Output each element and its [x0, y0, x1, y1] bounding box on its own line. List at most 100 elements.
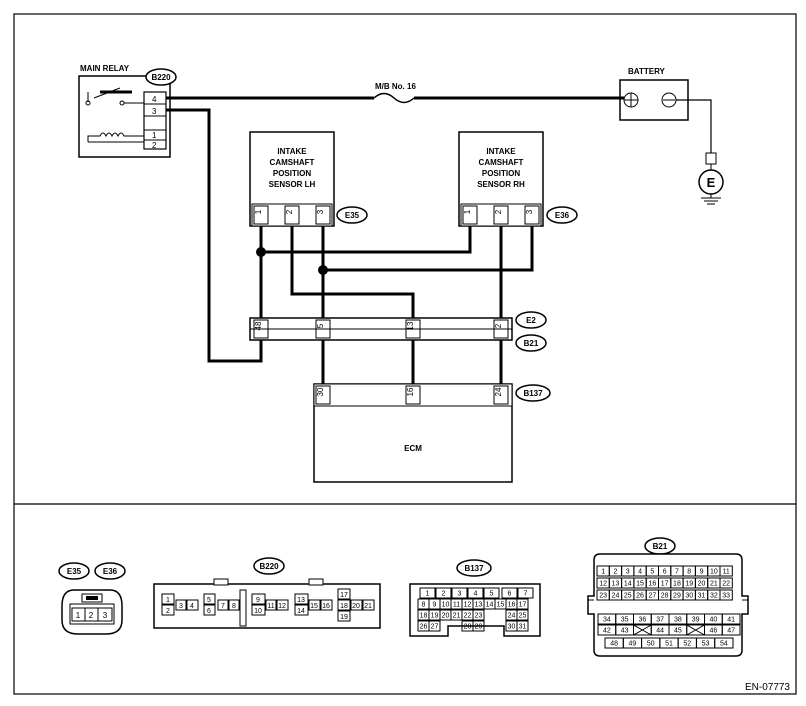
connector-cell — [517, 587, 534, 599]
connector-cell — [516, 598, 529, 610]
sensor-rh: INTAKE CAMSHAFT POSITION SENSOR RH 1 2 3 — [458, 131, 544, 227]
connector-cell — [719, 565, 733, 577]
relay-pin: 4 — [152, 95, 157, 104]
tag-e36-view: E36 — [94, 562, 126, 580]
connector-pin-number: 30 — [508, 624, 516, 631]
connector-pin-number: 20 — [442, 613, 450, 620]
svg-text:E35: E35 — [345, 211, 360, 220]
connector-bar-e2-b21: 48 5 13 2 — [249, 317, 513, 341]
connector-pin-number: 8 — [687, 569, 691, 576]
svg-text:CAMSHAFT: CAMSHAFT — [270, 158, 315, 167]
svg-text:POSITION: POSITION — [273, 169, 311, 178]
connector-pin-number: 24 — [508, 613, 516, 620]
svg-text:B21: B21 — [524, 339, 539, 348]
connector-cell — [719, 589, 733, 601]
connector-pin-number: 36 — [638, 617, 646, 624]
connector-pin-number: 13 — [612, 581, 620, 588]
connector-pin-number: 12 — [464, 602, 472, 609]
connector-pin-number: 52 — [683, 641, 691, 648]
svg-text:1: 1 — [76, 611, 81, 620]
connector-pin-number: 29 — [673, 593, 681, 600]
connector-pin-number: 12 — [599, 581, 607, 588]
connector-cell — [435, 587, 452, 599]
connector-cell — [419, 587, 436, 599]
svg-text:INTAKE: INTAKE — [277, 147, 307, 156]
power-wire: M/B No. 16 — [166, 82, 624, 104]
svg-text:2: 2 — [89, 611, 94, 620]
connector-cell — [516, 620, 529, 632]
connector-pin-number: 7 — [675, 569, 679, 576]
tag-e35: E35 — [336, 206, 368, 224]
connector-pin-number: 10 — [710, 569, 718, 576]
svg-text:1: 1 — [254, 209, 263, 214]
svg-text:POSITION: POSITION — [482, 169, 520, 178]
fuse-label: M/B No. 16 — [375, 82, 416, 91]
connector-pin-number: 49 — [629, 641, 637, 648]
tag-b137: B137 — [515, 384, 551, 402]
connector-cell — [516, 609, 529, 621]
tag-e2: E2 — [515, 311, 547, 329]
connector-pin-number: 5 — [650, 569, 654, 576]
svg-text:1: 1 — [463, 209, 472, 214]
connector-pin-number: 10 — [442, 602, 450, 609]
connector-b220-face: 1 2 3 4 5 6 7 8 9 10 11 12 13 14 15 16 1… — [153, 578, 381, 629]
svg-text:7: 7 — [221, 603, 225, 610]
connector-pin-number: 53 — [702, 641, 710, 648]
connector-pin-number: 51 — [665, 641, 673, 648]
svg-text:B21: B21 — [653, 542, 668, 551]
connector-pin-number: 35 — [621, 617, 629, 624]
connector-pin-number: 19 — [431, 613, 439, 620]
svg-text:20: 20 — [352, 603, 360, 610]
connector-cell — [467, 587, 484, 599]
svg-text:10: 10 — [254, 608, 262, 615]
connector-pin-number: 21 — [453, 613, 461, 620]
connector-pin-number: 26 — [636, 593, 644, 600]
ecm: 30 16 24 ECM — [313, 383, 513, 483]
svg-text:1: 1 — [166, 597, 170, 604]
connector-pin-number: 47 — [727, 628, 735, 635]
sensor-lh: INTAKE CAMSHAFT POSITION SENSOR LH 1 2 3 — [249, 131, 335, 227]
connector-cell — [721, 613, 741, 625]
connector-pin-number: 15 — [636, 581, 644, 588]
battery: BATTERY — [619, 67, 689, 121]
main-relay: MAIN RELAY 4 3 1 2 — [78, 64, 171, 158]
svg-text:B220: B220 — [151, 73, 171, 82]
svg-text:15: 15 — [310, 603, 318, 610]
connector-pin-number: 7 — [524, 591, 528, 598]
svg-text:17: 17 — [340, 592, 348, 599]
relay-pin: 2 — [152, 141, 157, 150]
connector-pin-number: 48 — [610, 641, 618, 648]
connector-pin-number: 13 — [475, 602, 483, 609]
connector-pin-number: 29 — [475, 624, 483, 631]
connector-pin-number: 43 — [621, 628, 629, 635]
svg-text:48: 48 — [254, 321, 263, 330]
svg-text:18: 18 — [340, 603, 348, 610]
connector-pin-number: 44 — [656, 628, 664, 635]
svg-text:5: 5 — [316, 323, 325, 328]
connector-pin-number: 28 — [464, 624, 472, 631]
junction-dot — [318, 265, 328, 275]
connector-cell — [719, 577, 733, 589]
svg-text:INTAKE: INTAKE — [486, 147, 516, 156]
connector-pin-number: 15 — [497, 602, 505, 609]
connector-pin-number: 32 — [710, 593, 718, 600]
connector-pin-number: 31 — [698, 593, 706, 600]
svg-text:2: 2 — [494, 323, 503, 328]
connector-pin-number: 26 — [420, 624, 428, 631]
connector-pin-number: 6 — [663, 569, 667, 576]
connector-pin-number: 4 — [638, 569, 642, 576]
svg-text:5: 5 — [207, 597, 211, 604]
connector-cell — [501, 587, 518, 599]
svg-text:SENSOR RH: SENSOR RH — [477, 180, 525, 189]
figure-code: EN-07773 — [745, 682, 790, 693]
svg-text:16: 16 — [406, 387, 415, 396]
connector-pin-number: 1 — [601, 569, 605, 576]
svg-text:12: 12 — [278, 603, 286, 610]
connector-e35-e36-face: 1 2 3 — [61, 589, 123, 635]
connector-pin-number: 23 — [599, 593, 607, 600]
connector-pin-number: 38 — [674, 617, 682, 624]
connector-pin-number: 27 — [431, 624, 439, 631]
connector-pin-number: 22 — [464, 613, 472, 620]
connector-pin-number: 20 — [698, 581, 706, 588]
